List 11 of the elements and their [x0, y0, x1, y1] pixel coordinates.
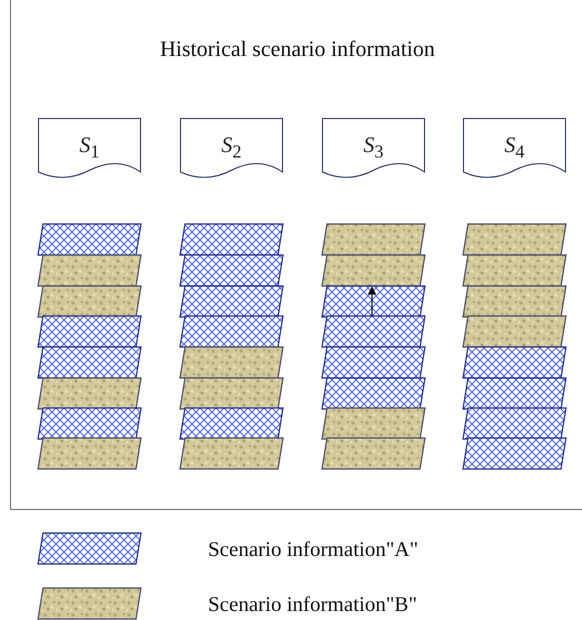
- title: Historical scenario information: [160, 36, 435, 62]
- scenario-label: S$_{1}$: [78, 132, 101, 162]
- document-shape: [180, 118, 283, 180]
- scenario-label: S$_{2}$: [220, 132, 243, 162]
- legend-label: Scenario information"B": [208, 592, 418, 617]
- scenario-label: S$_{3}$: [362, 132, 385, 162]
- document-shape: [322, 118, 425, 180]
- document-shape: [38, 118, 141, 180]
- scenario-label: S$_{4}$: [503, 132, 526, 162]
- legend-label: Scenario information"A": [208, 537, 418, 562]
- document-shape: [463, 118, 566, 180]
